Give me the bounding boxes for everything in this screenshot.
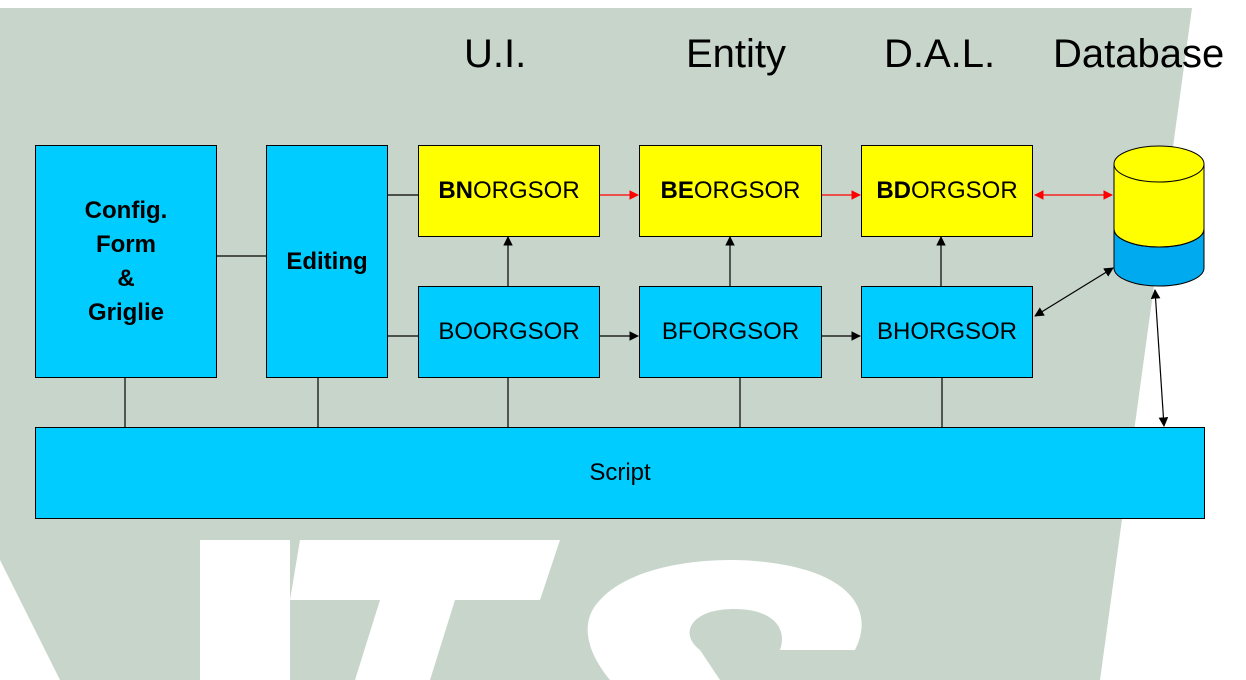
bdorgsor-box: BDORGSOR (861, 145, 1033, 237)
bhorgsor-box: BHORGSOR (861, 286, 1033, 378)
header-entity: Entity (686, 32, 787, 76)
editing-label: Editing (286, 247, 368, 275)
bhorgsor-label: BHORGSOR (876, 318, 1017, 345)
config-line-3: & (117, 264, 135, 292)
editing-box: Editing (266, 145, 388, 378)
bdorgsor-prefix: BD (876, 177, 911, 204)
config-form-griglie-box: Config. Form & Griglie (35, 145, 217, 378)
bdorgsor-suffix: ORGSOR (910, 177, 1018, 204)
watermark-logo (200, 540, 862, 680)
beorgsor-box: BEORGSOR (639, 145, 822, 237)
boorgsor-label: BOORGSOR (438, 318, 580, 345)
beorgsor-suffix: ORGSOR (693, 177, 801, 204)
arrow-db-script (1150, 289, 1169, 427)
bforgsor-label: BFORGSOR (661, 318, 800, 345)
beorgsor-label: BEORGSOR (660, 177, 800, 205)
bnorgsor-label: BNORGSOR (438, 177, 579, 205)
bnorgsor-box: BNORGSOR (418, 145, 600, 237)
header-database: Database (1053, 32, 1225, 76)
bdorgsor-label: BDORGSOR (876, 177, 1017, 205)
config-line-4: Griglie (87, 298, 164, 326)
beorgsor-prefix: BE (660, 177, 694, 204)
bnorgsor-suffix: ORGSOR (472, 177, 580, 204)
bnorgsor-prefix: BN (438, 177, 473, 204)
bforgsor-box: BFORGSOR (639, 286, 822, 378)
config-line-2: Form (95, 230, 156, 258)
config-line-1: Config. (84, 196, 168, 224)
arrow-bh-db (1034, 267, 1114, 317)
header-ui: U.I. (464, 32, 527, 76)
boorgsor-box: BOORGSOR (418, 286, 600, 378)
header-dal: D.A.L. (884, 32, 996, 76)
script-label: Script (589, 459, 651, 486)
script-box: Script (35, 427, 1205, 519)
